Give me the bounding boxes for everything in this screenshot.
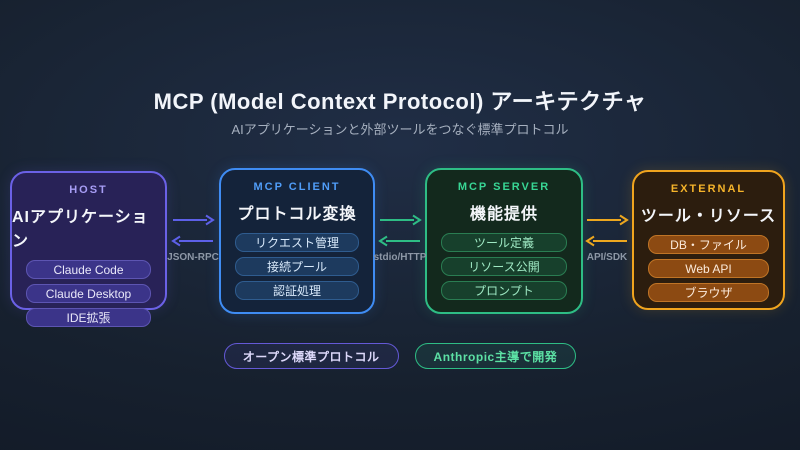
box-mcp-server-label: MCP SERVER — [457, 181, 551, 193]
host-item-claude-desktop: Claude Desktop — [26, 284, 151, 303]
connector-host-client: JSON-RPC — [167, 214, 219, 263]
connector-label-api-sdk: API/SDK — [586, 252, 628, 263]
box-external-items: DB・ファイル Web API ブラウザ — [634, 235, 783, 302]
box-mcp-client-label: MCP CLIENT — [253, 181, 341, 193]
badge-anthropic-led: Anthropic主導で開発 — [414, 343, 577, 369]
external-item-browser: ブラウザ — [648, 283, 769, 302]
connector-client-server: stdio/HTTP — [373, 214, 427, 263]
box-mcp-server: MCP SERVER 機能提供 ツール定義 リソース公開 プロンプト — [425, 168, 583, 314]
box-mcp-server-title: 機能提供 — [469, 206, 538, 223]
box-host-label: HOST — [69, 184, 108, 196]
arrow-left-icon — [171, 235, 213, 247]
box-host: HOST AIアプリケーション Claude Code Claude Deskt… — [10, 171, 167, 327]
box-mcp-server-items: ツール定義 リソース公開 プロンプト — [427, 233, 581, 300]
box-external: EXTERNAL ツール・リソース DB・ファイル Web API ブラウザ — [632, 170, 785, 310]
badge-row: オープン標準プロトコル Anthropic主導で開発 — [0, 343, 800, 369]
client-item-connection-pool: 接続プール — [235, 257, 359, 276]
box-mcp-client-items: リクエスト管理 接続プール 認証処理 — [221, 233, 373, 300]
server-item-resource-publish: リソース公開 — [441, 257, 567, 276]
box-mcp-client-title: プロトコル変換 — [237, 206, 357, 223]
arrow-right-icon — [587, 214, 629, 226]
box-external-label: EXTERNAL — [670, 183, 747, 195]
connector-label-stdio-http: stdio/HTTP — [373, 252, 427, 263]
connector-label-json-rpc: JSON-RPC — [167, 252, 219, 263]
arrow-right-icon — [380, 214, 422, 226]
external-item-db-file: DB・ファイル — [648, 235, 769, 254]
box-host-items: Claude Code Claude Desktop IDE拡張 — [12, 260, 165, 327]
arrow-right-icon — [173, 214, 215, 226]
arrow-left-icon — [585, 235, 627, 247]
box-host-title: AIアプリケーション — [12, 209, 149, 250]
host-item-ide-extension: IDE拡張 — [26, 308, 151, 327]
external-item-web-api: Web API — [648, 259, 769, 278]
box-mcp-client: MCP CLIENT プロトコル変換 リクエスト管理 接続プール 認証処理 — [219, 168, 375, 314]
client-item-auth-processing: 認証処理 — [235, 281, 359, 300]
host-item-claude-code: Claude Code — [26, 260, 151, 279]
connector-server-external: API/SDK — [582, 214, 632, 263]
badge-open-standard-protocol: オープン標準プロトコル — [223, 343, 399, 369]
server-item-prompt: プロンプト — [441, 281, 567, 300]
arrow-left-icon — [378, 235, 420, 247]
diagram-title: MCP (Model Context Protocol) アーキテクチャ — [153, 89, 647, 114]
server-item-tool-definition: ツール定義 — [441, 233, 567, 252]
box-external-title: ツール・リソース — [640, 208, 777, 225]
client-item-request-management: リクエスト管理 — [235, 233, 359, 252]
diagram-subtitle: AIアプリケーションと外部ツールをつなぐ標準プロトコル — [231, 122, 569, 137]
